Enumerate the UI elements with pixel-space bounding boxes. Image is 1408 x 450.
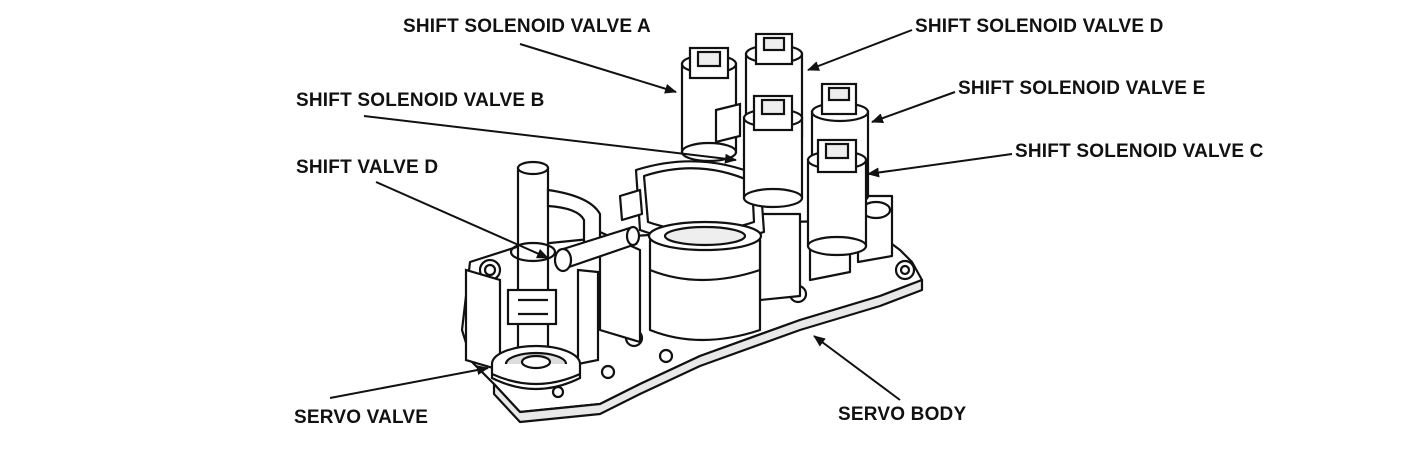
leader-solenoid-b xyxy=(363,115,737,164)
label-shift-valve-d: SHIFT VALVE D xyxy=(296,157,439,178)
servo-valve-assembly xyxy=(464,268,600,391)
leader-solenoid-e xyxy=(871,91,956,123)
label-servo-body: SERVO BODY xyxy=(838,404,967,425)
solenoid-c-body xyxy=(806,138,868,257)
label-shift-solenoid-valve-a: SHIFT SOLENOID VALVE A xyxy=(403,16,651,37)
leader-solenoid-c xyxy=(867,153,1013,178)
label-shift-solenoid-valve-e: SHIFT SOLENOID VALVE E xyxy=(958,78,1206,99)
leader-lines xyxy=(329,29,1013,401)
leader-solenoid-a xyxy=(519,43,677,94)
leader-shift-valve-d xyxy=(375,181,549,259)
central-valve-cluster xyxy=(618,160,766,342)
leader-servo-valve xyxy=(329,365,489,399)
label-servo-valve: SERVO VALVE xyxy=(294,407,429,428)
solenoid-a-body xyxy=(680,46,742,163)
shift-valve-d-tube xyxy=(506,160,641,366)
leader-solenoid-d xyxy=(807,29,913,71)
label-shift-solenoid-valve-c: SHIFT SOLENOID VALVE C xyxy=(1015,141,1264,162)
leader-servo-body xyxy=(813,335,901,401)
label-shift-solenoid-valve-d: SHIFT SOLENOID VALVE D xyxy=(915,16,1164,37)
solenoid-b-body xyxy=(742,94,804,209)
label-shift-solenoid-valve-b: SHIFT SOLENOID VALVE B xyxy=(296,90,545,111)
